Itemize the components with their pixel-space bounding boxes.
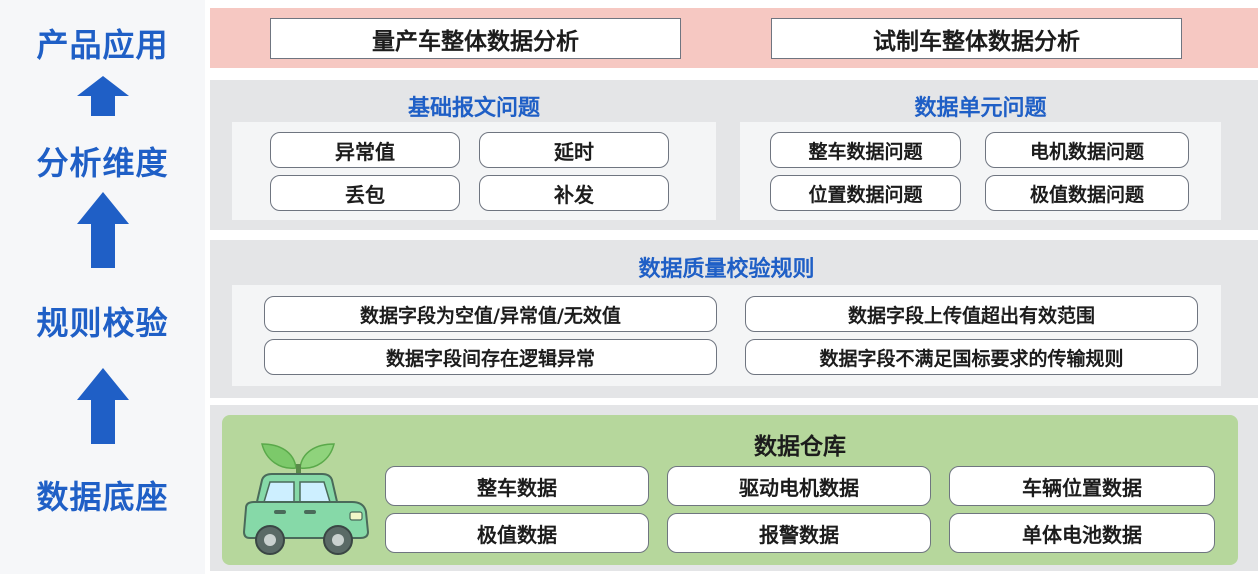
warehouse-title: 数据仓库 <box>754 434 846 460</box>
dimension-item: 电机数据问题 <box>985 132 1189 168</box>
stage-label-product: 产品应用 <box>36 26 169 64</box>
rule-item: 数据字段上传值超出有效范围 <box>745 296 1198 332</box>
warehouse-item: 极值数据 <box>385 513 649 553</box>
dimension-item: 异常值 <box>270 132 460 168</box>
car-with-leaves-icon <box>240 440 372 562</box>
dimension-item: 极值数据问题 <box>985 175 1189 211</box>
up-arrow-icon <box>77 76 129 116</box>
rule-item: 数据字段为空值/异常值/无效值 <box>264 296 717 332</box>
dimension-item: 延时 <box>479 132 669 168</box>
dimension-item: 位置数据问题 <box>770 175 961 211</box>
stage-column: 产品应用 分析维度 规则校验 数据底座 <box>0 0 205 574</box>
rule-item: 数据字段间存在逻辑异常 <box>264 339 717 375</box>
application-item: 试制车整体数据分析 <box>771 18 1182 59</box>
application-item: 量产车整体数据分析 <box>270 18 681 59</box>
dimension-item: 丢包 <box>270 175 460 211</box>
dimension-item: 整车数据问题 <box>770 132 961 168</box>
stage-label-base: 数据底座 <box>36 478 169 516</box>
up-arrow-icon <box>77 368 129 444</box>
warehouse-item: 车辆位置数据 <box>949 466 1215 506</box>
group-title-basic-message: 基础报文问题 <box>407 96 540 121</box>
group-title-data-unit: 数据单元问题 <box>914 96 1047 121</box>
stage-label-rule: 规则校验 <box>36 304 169 342</box>
rules-title: 数据质量校验规则 <box>638 257 815 282</box>
warehouse-item: 整车数据 <box>385 466 649 506</box>
warehouse-item: 报警数据 <box>667 513 931 553</box>
dimension-item: 补发 <box>479 175 669 211</box>
stage-label-dimension: 分析维度 <box>36 144 169 182</box>
warehouse-item: 驱动电机数据 <box>667 466 931 506</box>
warehouse-item: 单体电池数据 <box>949 513 1215 553</box>
up-arrow-icon <box>77 192 129 268</box>
rule-item: 数据字段不满足国标要求的传输规则 <box>745 339 1198 375</box>
